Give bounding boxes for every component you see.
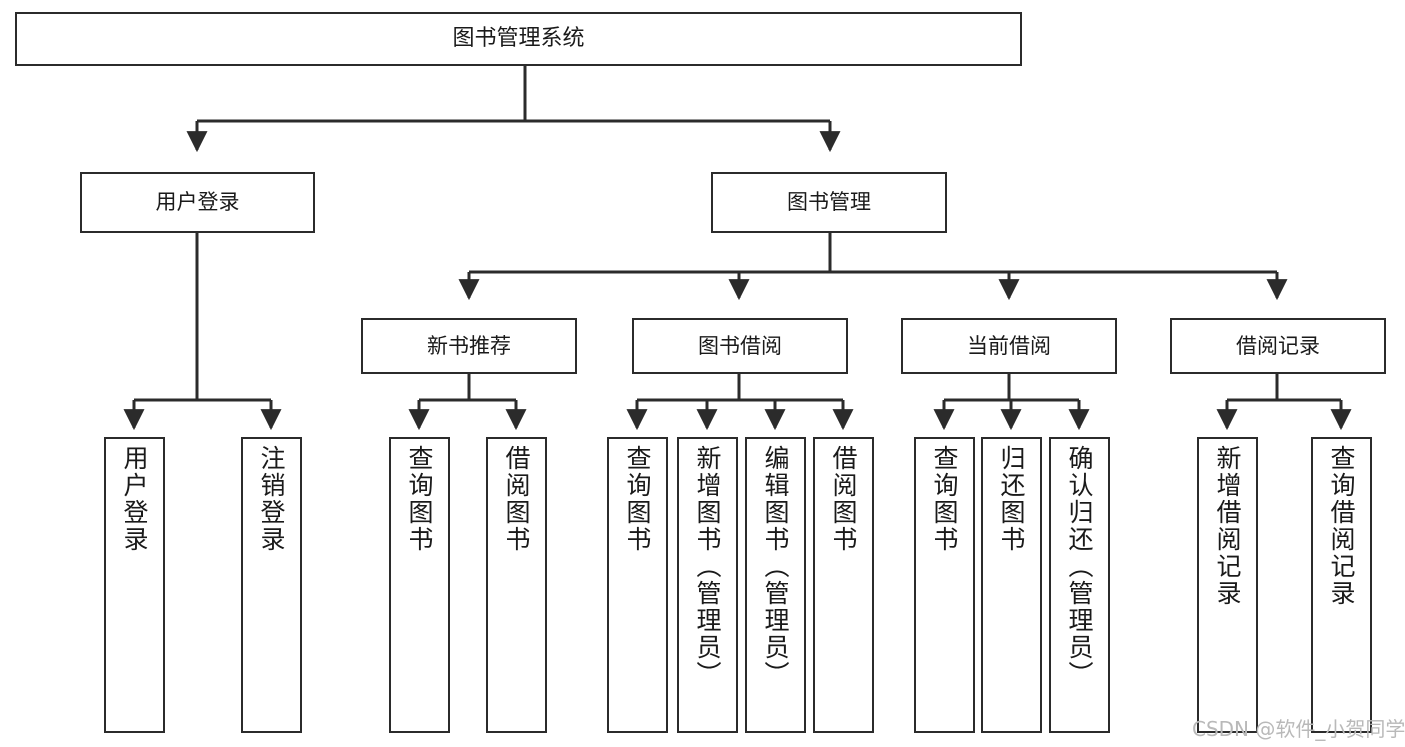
leaf-user-login[interactable]: 用户登录	[104, 437, 165, 733]
node-label: 查询图书	[623, 445, 652, 553]
leaf-record-add[interactable]: 新增借阅记录	[1197, 437, 1258, 733]
node-label: 用户登录	[155, 190, 240, 215]
leaf-borrow-edit-book-admin[interactable]: 编辑图书（管理员）	[745, 437, 806, 733]
node-label: 借阅记录	[1236, 333, 1320, 358]
node-label: 查询图书	[930, 445, 959, 553]
node-label: 确认归还（管理员）	[1065, 445, 1094, 688]
node-borrow-record[interactable]: 借阅记录	[1170, 318, 1386, 374]
leaf-borrow-add-book-admin[interactable]: 新增图书（管理员）	[677, 437, 738, 733]
node-label: 用户登录	[120, 445, 149, 553]
node-label: 查询图书	[405, 445, 434, 553]
leaf-current-query-book[interactable]: 查询图书	[914, 437, 975, 733]
leaf-recommend-query-book[interactable]: 查询图书	[389, 437, 450, 733]
node-new-book-recommend[interactable]: 新书推荐	[361, 318, 577, 374]
node-label: 图书管理	[787, 190, 871, 215]
node-label: 注销登录	[257, 445, 286, 553]
leaf-record-query[interactable]: 查询借阅记录	[1311, 437, 1372, 733]
node-label: 查询借阅记录	[1327, 445, 1356, 607]
leaf-user-logout[interactable]: 注销登录	[241, 437, 302, 733]
csdn-watermark: CSDN @软件_小贺同学	[1192, 717, 1405, 741]
node-label: 编辑图书（管理员）	[761, 445, 790, 688]
node-label: 当前借阅	[967, 333, 1051, 358]
leaf-borrow-borrow-book[interactable]: 借阅图书	[813, 437, 874, 733]
leaf-borrow-query-book[interactable]: 查询图书	[607, 437, 668, 733]
node-label: 新增图书（管理员）	[693, 445, 722, 688]
node-label: 借阅图书	[502, 445, 531, 553]
node-label: 新增借阅记录	[1213, 445, 1242, 607]
node-book-borrow[interactable]: 图书借阅	[632, 318, 848, 374]
node-book-management[interactable]: 图书管理	[711, 172, 947, 233]
leaf-current-return-book[interactable]: 归还图书	[981, 437, 1042, 733]
node-label: 新书推荐	[427, 333, 511, 358]
node-user-login[interactable]: 用户登录	[80, 172, 315, 233]
node-label: 图书借阅	[698, 333, 782, 358]
leaf-current-confirm-return-admin[interactable]: 确认归还（管理员）	[1049, 437, 1110, 733]
node-root-system[interactable]: 图书管理系统	[15, 12, 1022, 66]
leaf-recommend-borrow-book[interactable]: 借阅图书	[486, 437, 547, 733]
node-label: 借阅图书	[829, 445, 858, 553]
node-label: 图书管理系统	[452, 26, 585, 52]
node-label: 归还图书	[997, 445, 1026, 553]
node-current-borrow[interactable]: 当前借阅	[901, 318, 1117, 374]
